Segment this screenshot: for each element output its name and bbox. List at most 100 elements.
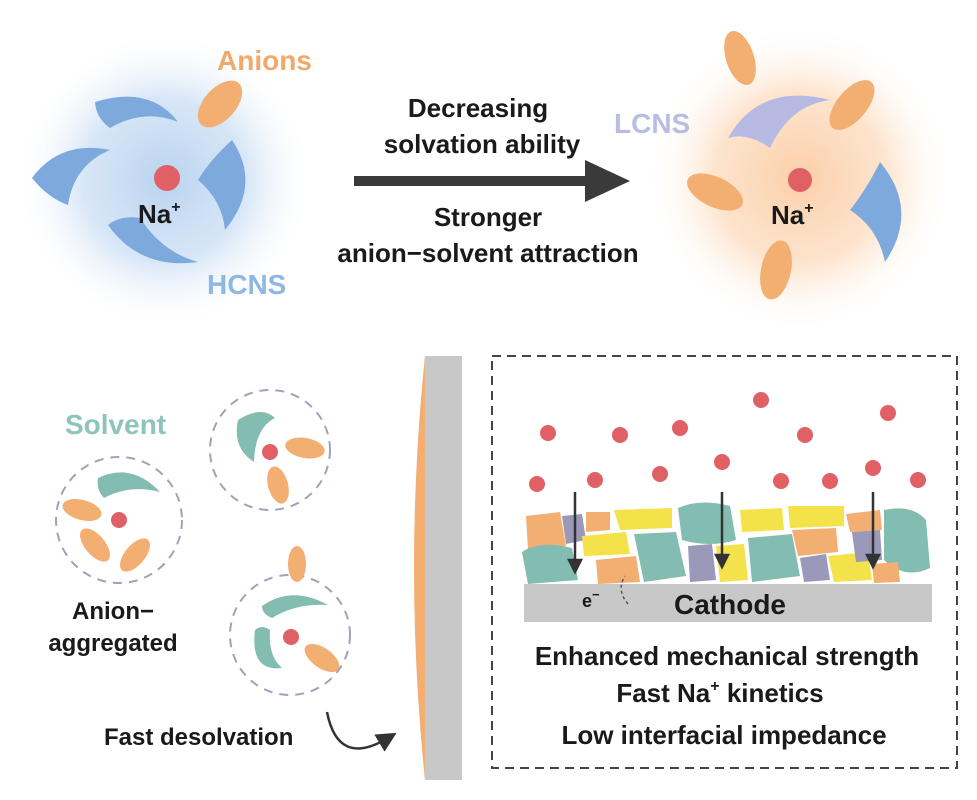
cei-particle (634, 532, 686, 582)
cei-particle (526, 512, 566, 550)
solvent-molecule (32, 147, 110, 205)
aggregated-label-line1: Anion− (72, 598, 154, 625)
arrow-text-line1: Decreasing (408, 93, 548, 123)
cei-particle (614, 508, 672, 530)
cei-particle (582, 532, 630, 556)
cathode-slab (524, 584, 932, 622)
cluster-top (209, 389, 331, 511)
anion-molecule (304, 643, 340, 673)
electron-label: e− (582, 587, 600, 611)
solvent-molecule (262, 595, 328, 618)
na-flux-arrows (566, 492, 882, 575)
lcns-label: LCNS (614, 108, 690, 139)
cathode-panel: Cathode e− Enhanced mechanical strength … (491, 355, 958, 769)
hcns-solvent-group (32, 96, 246, 264)
solvent-label: Solvent (65, 409, 166, 440)
anion-molecule (120, 538, 150, 572)
na-ions-electrolyte (529, 392, 926, 492)
na-ion (529, 476, 545, 492)
transition-arrow (354, 160, 630, 202)
cei-particle (716, 544, 748, 582)
na-ion-label: Na+ (771, 200, 814, 230)
na-ion (773, 473, 789, 489)
cei-particle (596, 556, 640, 584)
desolvation-arrow (325, 711, 397, 752)
na-ion (587, 472, 603, 488)
cei-particle (688, 544, 716, 582)
aggregated-label-line2: aggregated (48, 630, 177, 657)
cei-particle (872, 562, 900, 583)
na-ion (788, 168, 812, 192)
anion-molecule (288, 546, 306, 582)
cei-particle (846, 510, 882, 532)
na-ion (540, 425, 556, 441)
cei-particles (522, 502, 930, 584)
flux-arrowhead (713, 553, 731, 570)
cluster-boundary (229, 574, 351, 696)
na-ion (283, 629, 299, 645)
cluster-boundary (55, 456, 183, 584)
cei-particle (678, 502, 736, 544)
na-ion (865, 460, 881, 476)
arrow-text-line3: Stronger (434, 202, 542, 232)
hcns-cluster: Na+ Anions HCNS (15, 30, 315, 330)
fast-desolvation-label: Fast desolvation (104, 724, 293, 751)
na-ion (753, 392, 769, 408)
benefit-line3: Low interfacial impedance (561, 720, 886, 750)
cei-layer (414, 356, 425, 780)
na-ion (822, 473, 838, 489)
na-ion (797, 427, 813, 443)
solvent-molecule-hcns (850, 162, 902, 262)
na-ion (111, 512, 127, 528)
cluster-left (55, 456, 183, 584)
cathode-label: Cathode (674, 589, 786, 620)
cei-particle (586, 512, 610, 532)
flux-arrowhead (566, 558, 584, 575)
electrode-wall (414, 356, 462, 780)
cei-particle (884, 508, 930, 573)
cluster-bottom (229, 546, 351, 696)
electrode-bar (425, 356, 462, 780)
solvent-molecule (198, 140, 246, 230)
arrow-text-line2: solvation ability (384, 129, 581, 159)
cei-particle (522, 544, 578, 584)
na-ion (262, 444, 278, 460)
cei-particle (800, 554, 830, 582)
solvent-molecule (236, 411, 275, 462)
na-ion (880, 405, 896, 421)
solvent-molecule (97, 472, 160, 498)
anion-molecule (724, 31, 756, 85)
cei-particle (740, 508, 784, 532)
cei-particle (792, 528, 838, 556)
benefit-line1: Enhanced mechanical strength (535, 641, 919, 671)
lcns-cluster: Na+ LCNS (614, 23, 955, 333)
solvent-molecule (108, 217, 198, 264)
hcns-label: HCNS (207, 269, 286, 300)
na-ion (612, 427, 628, 443)
solvation-clusters: Solvent Anion− aggregate (48, 389, 397, 752)
na-ion (910, 472, 926, 488)
solvent-molecule (254, 627, 282, 669)
electron-arrow (620, 575, 629, 605)
flux-arrowhead (864, 553, 882, 570)
cei-particle (788, 506, 844, 528)
anion-molecule (197, 80, 243, 128)
anion-molecule (62, 499, 102, 521)
anions-label: Anions (217, 45, 312, 76)
na-ion (652, 466, 668, 482)
anion-molecule (687, 173, 743, 211)
anion-molecule (80, 528, 110, 562)
solvent-molecule-lcns (728, 95, 830, 148)
transition-arrow-group: Decreasing solvation ability Stronger an… (337, 93, 638, 268)
benefit-line2: Fast Na+ kinetics (616, 678, 823, 708)
anion-molecule (285, 437, 325, 459)
na-ion (154, 165, 180, 191)
na-ion (672, 420, 688, 436)
panel-border (491, 355, 958, 769)
cluster-boundary (209, 389, 331, 511)
anion-molecule (760, 240, 792, 300)
cei-particle (748, 534, 800, 582)
anion-molecule (267, 466, 289, 504)
anion-molecule (829, 80, 875, 130)
